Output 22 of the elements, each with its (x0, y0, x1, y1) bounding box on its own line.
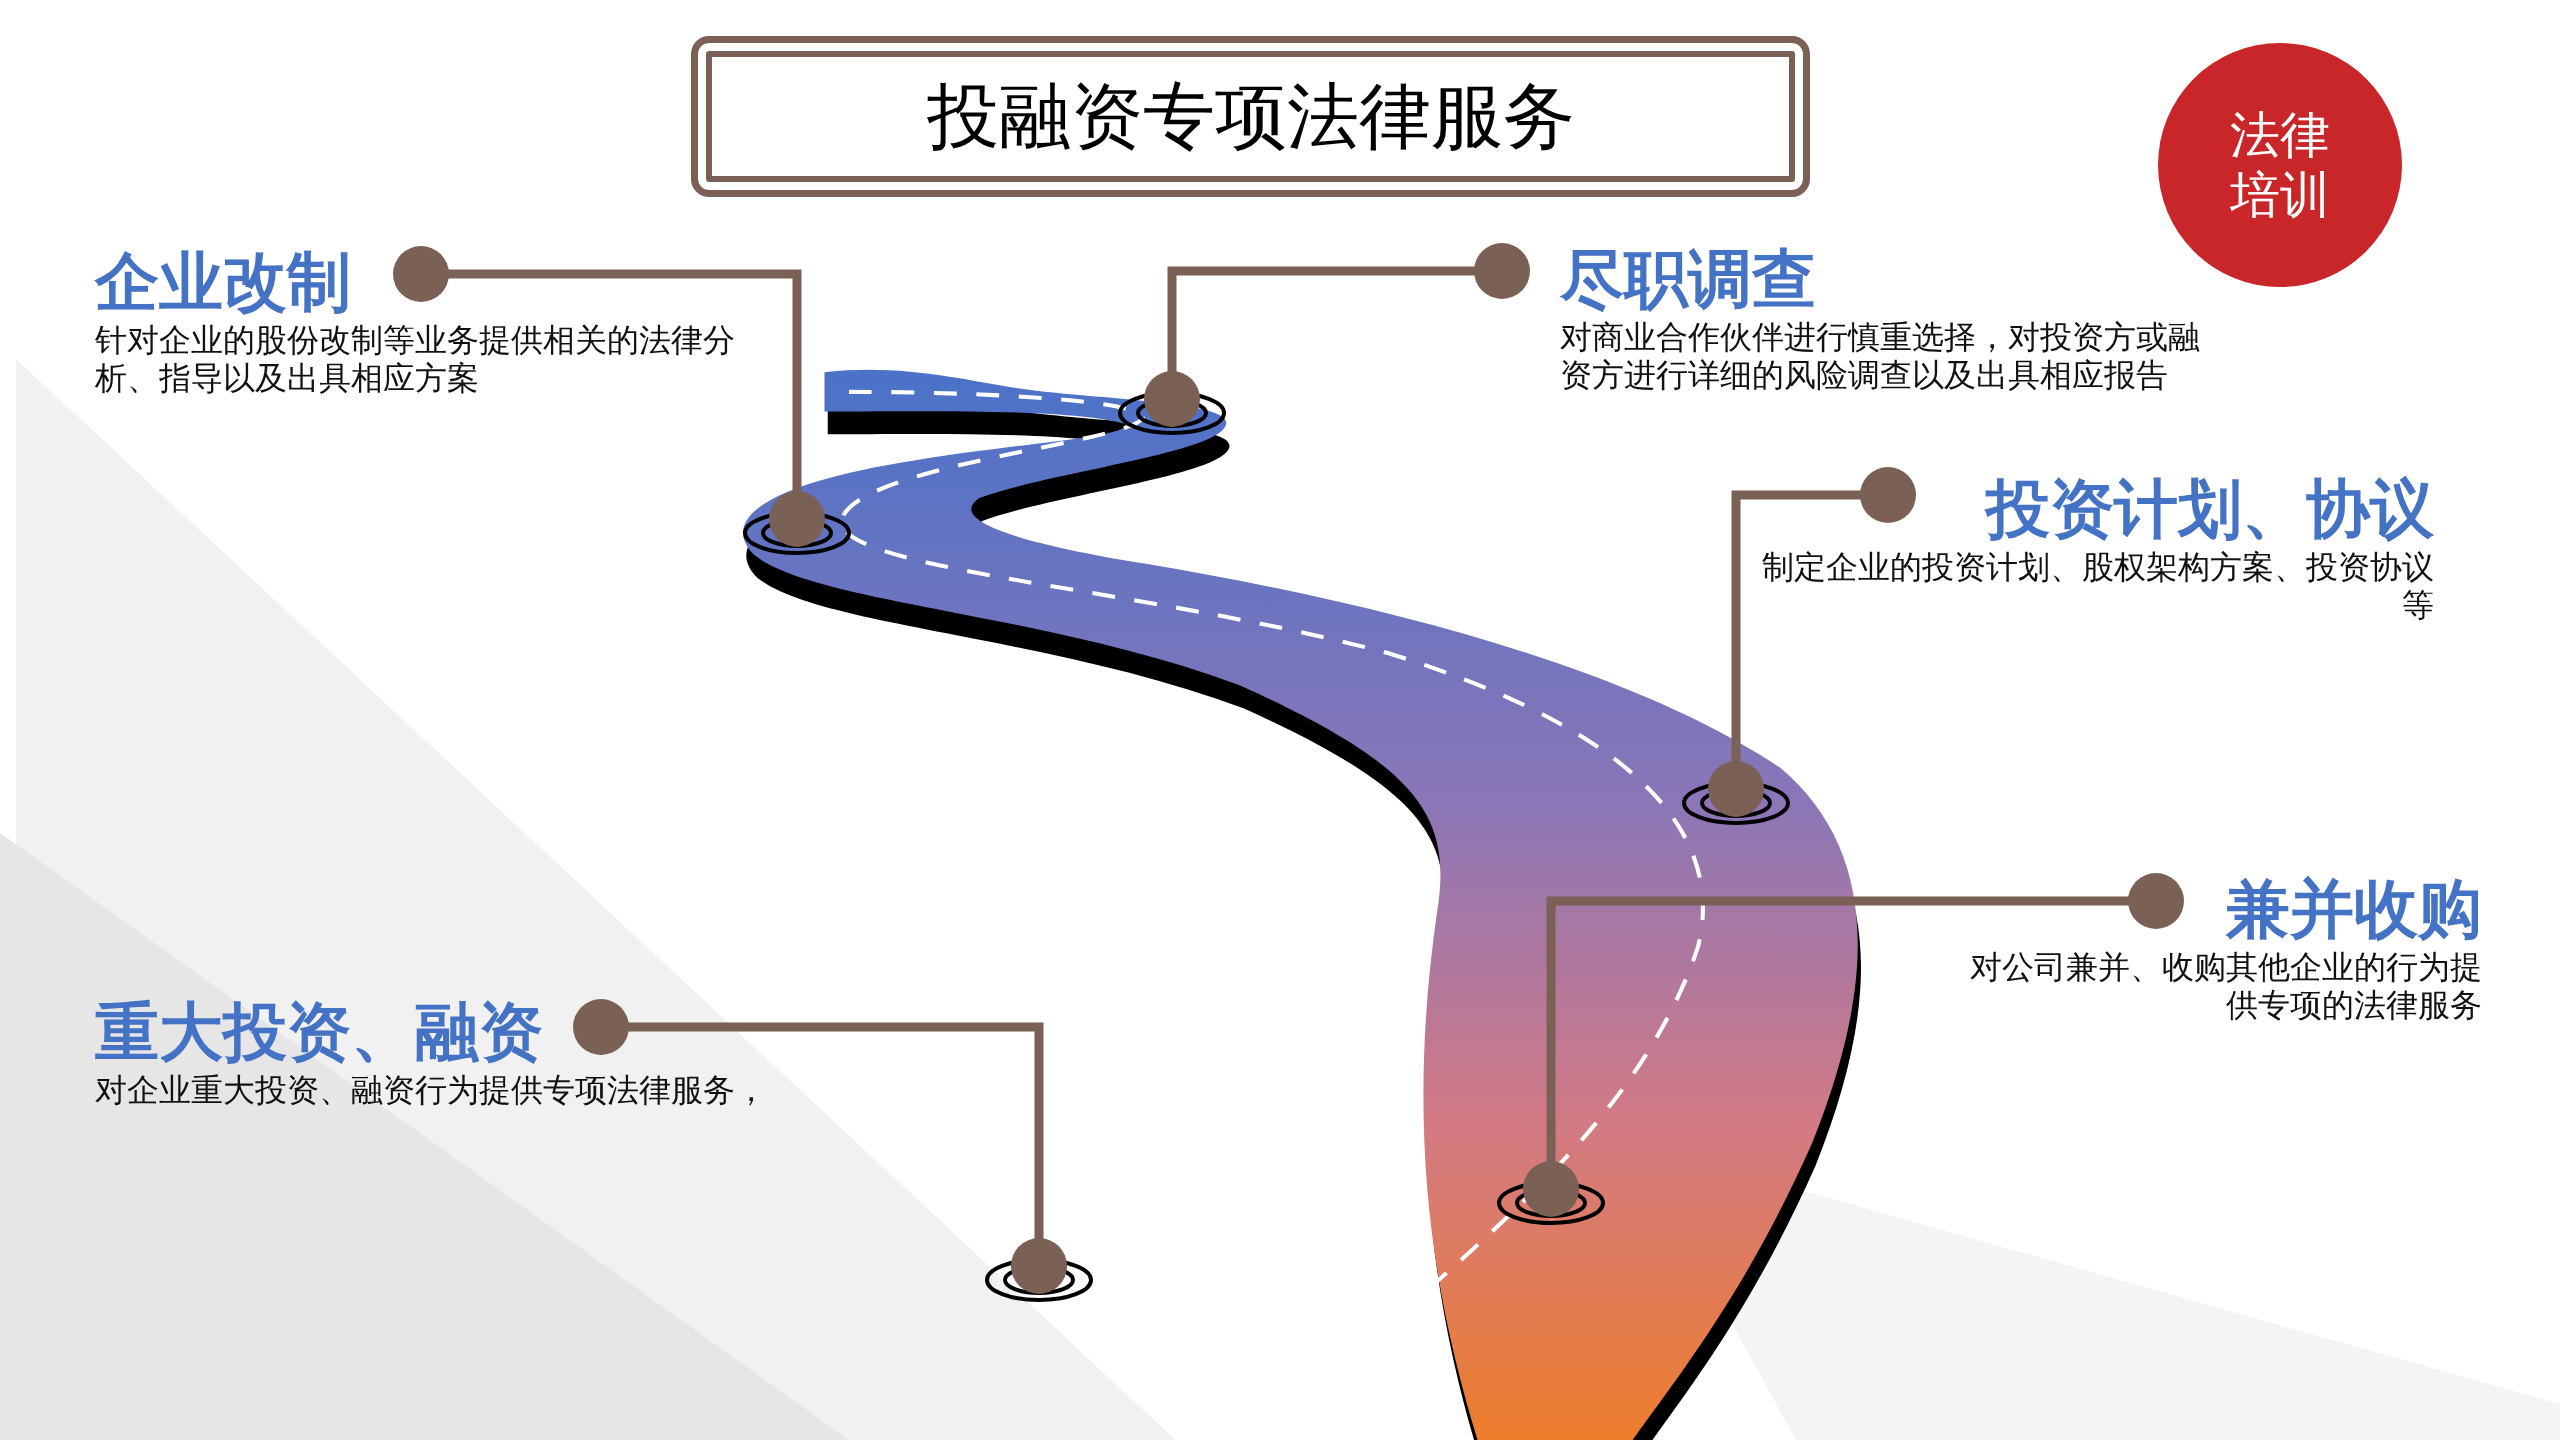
road-pin (985, 1258, 1093, 1302)
leader-line (1523, 873, 2184, 1217)
leader-line (1144, 243, 1530, 427)
title-box: 投融资专项法律服务 (691, 36, 1810, 197)
circle-badge: 法律培训 (2158, 43, 2402, 287)
road-pin (1118, 391, 1226, 435)
service-description: 对公司兼并、收购其他企业的行为提供专项的法律服务 (1969, 948, 2482, 1024)
service-heading: 重大投资、融资 (95, 994, 543, 1071)
service-description: 对商业合作伙伴进行慎重选择，对投资方或融资方进行详细的风险调查以及出具相应报告 (1560, 318, 2201, 394)
road-pin (1682, 781, 1790, 825)
service-heading: 企业改制 (95, 244, 351, 321)
service-description: 针对企业的股份改制等业务提供相关的法律分析、指导以及出具相应方案 (95, 321, 736, 397)
leader-line (393, 246, 825, 547)
road-pin (743, 511, 851, 555)
leader-line (573, 999, 1067, 1294)
road-pin (1497, 1181, 1605, 1225)
leader-line (1708, 467, 1916, 817)
service-heading: 尽职调查 (1560, 241, 1816, 318)
service-description: 对企业重大投资、融资行为提供专项法律服务， (95, 1071, 768, 1109)
service-heading: 投资计划、协议 (1986, 471, 2434, 548)
service-description: 制定企业的投资计划、股权架构方案、投资协议等 (1761, 548, 2434, 624)
service-heading: 兼并收购 (2226, 871, 2482, 948)
